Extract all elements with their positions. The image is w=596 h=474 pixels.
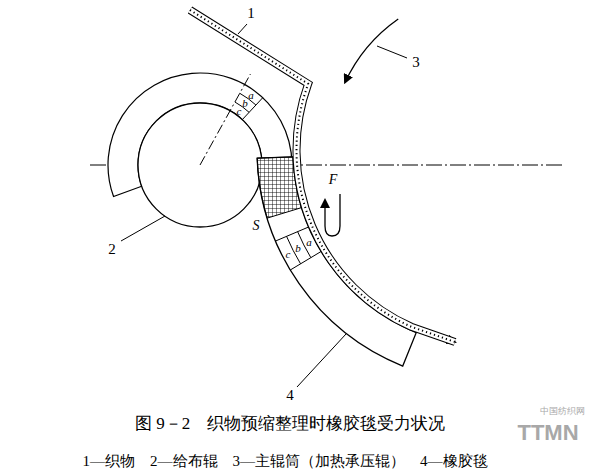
callout-number: 3 xyxy=(412,54,420,71)
fabric-texture xyxy=(190,10,455,342)
cell-line xyxy=(242,98,262,120)
watermark: 中国纺织网 xyxy=(540,407,585,417)
layer-letter: b xyxy=(295,242,301,254)
fabric-body xyxy=(190,10,455,342)
leader-line xyxy=(121,216,165,241)
force-arrow xyxy=(325,194,340,236)
leader-line xyxy=(238,24,247,34)
leader-line xyxy=(377,46,407,58)
layer-letter: c xyxy=(286,248,291,260)
callout-number: 2 xyxy=(108,241,116,258)
legend-line: 1—织物 2—给布辊 3—主辊筒（加热承压辊） 4—橡胶毯 xyxy=(83,453,488,470)
layer-letter: a xyxy=(306,236,312,248)
fabric-outline xyxy=(190,10,455,342)
figure-caption: 图 9－2 织物预缩整理时橡胶毯受力状况 xyxy=(135,415,445,434)
watermark: TTMN xyxy=(517,421,578,445)
cell-line xyxy=(276,227,309,241)
layer-letter: c xyxy=(237,105,242,117)
leader-line xyxy=(297,334,346,387)
callout-number: 1 xyxy=(247,5,255,22)
layer-letter: a xyxy=(248,89,254,101)
layer-letter: b xyxy=(242,97,248,109)
force-label: F xyxy=(329,172,338,187)
zone-label: S xyxy=(253,218,260,233)
callout-number: 4 xyxy=(286,387,294,404)
rotation-arrow xyxy=(345,19,398,82)
